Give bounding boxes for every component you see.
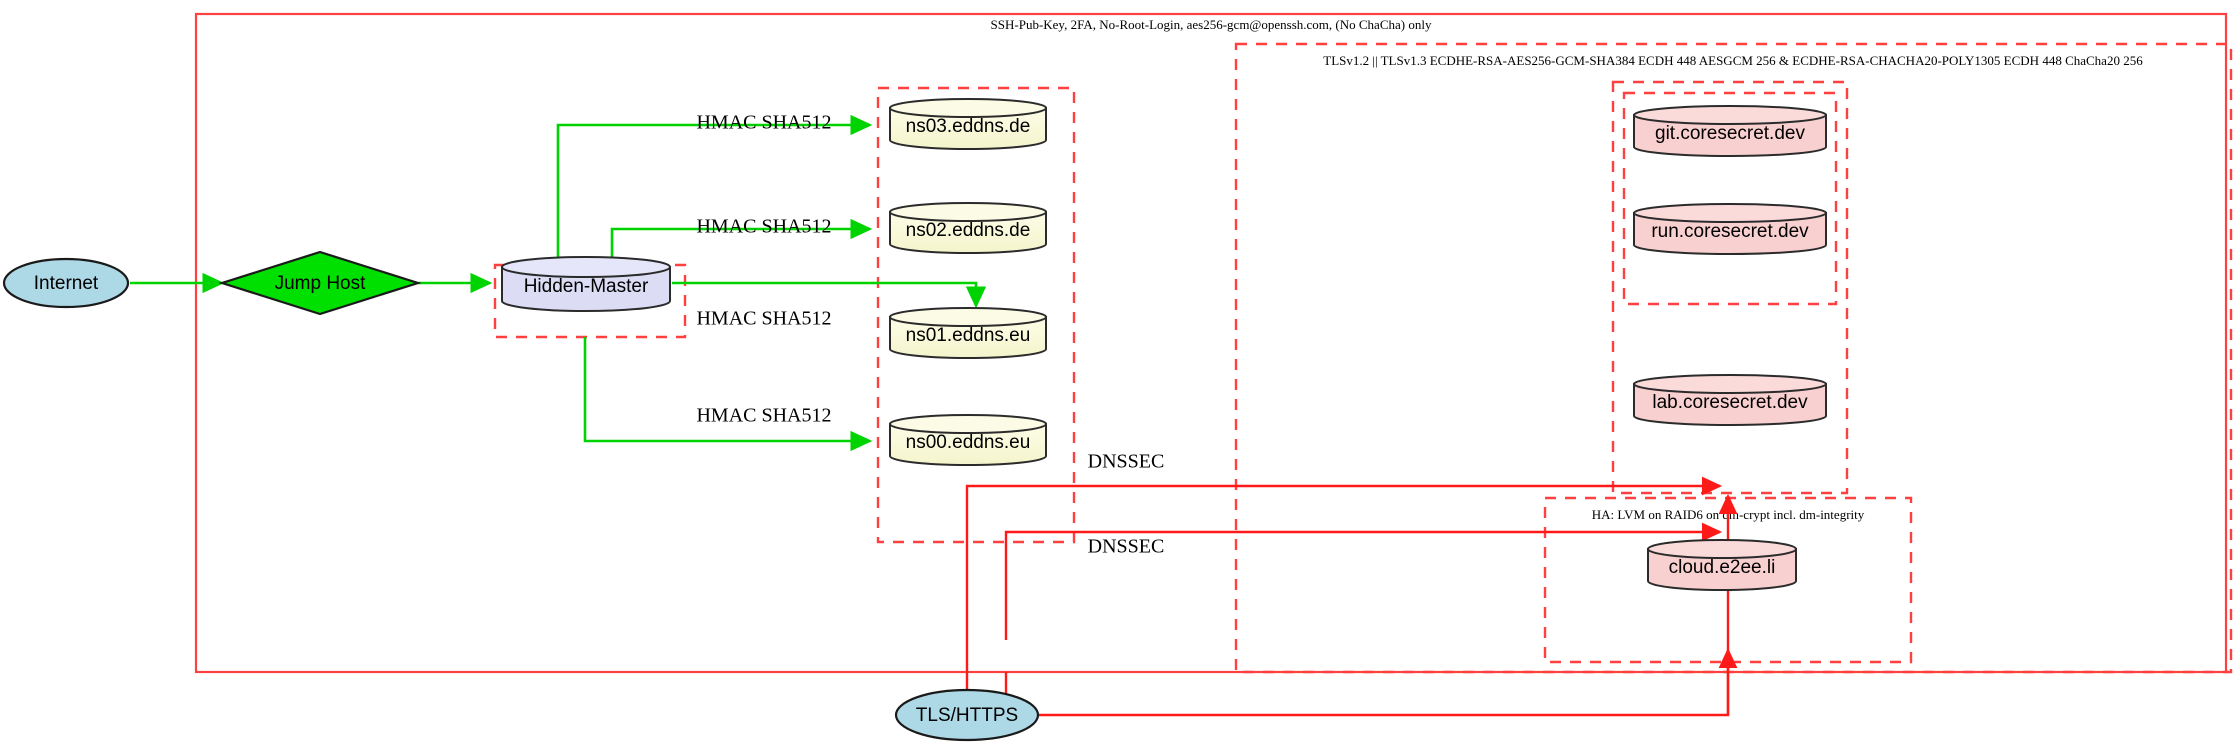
edge-tlshttps-to-coresecret <box>1038 493 1738 717</box>
edge-label-dnssec-upper: DNSSEC <box>1088 451 1165 473</box>
edge-hiddenmaster-to-ns00 <box>583 337 873 452</box>
cluster-dns-box <box>876 86 1076 544</box>
edge-label-hmac-ns02: HMAC SHA512 <box>696 216 831 238</box>
hidden-master-label: Hidden-Master <box>524 276 649 297</box>
internet-label: Internet <box>34 273 99 294</box>
git-shape <box>1633 114 1827 157</box>
ns01-label: ns01.eddns.eu <box>906 325 1031 346</box>
ns02-top <box>889 202 1047 222</box>
edge-label-dnssec-lower: DNSSEC <box>1088 536 1165 558</box>
run-label: run.coresecret.dev <box>1651 221 1809 242</box>
edge-label-hmac-ns01: HMAC SHA512 <box>696 308 831 330</box>
node-ns00[interactable]: ns00.eddns.eu <box>889 414 1047 466</box>
git-label: git.coresecret.dev <box>1655 123 1805 144</box>
ns01-shape <box>889 316 1047 359</box>
ns00-top <box>889 414 1047 434</box>
node-hidden-master[interactable]: Hidden-Master <box>501 256 671 312</box>
cluster-gitrun-box <box>1622 91 1838 306</box>
hidden-master-shape <box>501 266 671 312</box>
internet-shape <box>2 257 130 309</box>
edge-dnssec-upper <box>965 476 1723 532</box>
ns00-shape <box>889 423 1047 466</box>
node-jump-host[interactable]: Jump Host <box>218 250 422 316</box>
ns03-shape <box>889 107 1047 150</box>
cluster-tls-box <box>1234 42 2233 674</box>
edge-dnssec-lower <box>1004 522 1723 640</box>
jump-host-shape <box>218 250 422 316</box>
edge-hiddenmaster-to-ns03 <box>556 114 873 265</box>
cluster-tls-label: TLSv1.2 || TLSv1.3 ECDHE-RSA-AES256-GCM-… <box>1323 53 2143 68</box>
ns03-top <box>889 98 1047 118</box>
cluster-ssh-box <box>194 12 2228 674</box>
cluster-hidden-master-box <box>493 263 687 339</box>
hidden-master-top <box>501 256 671 278</box>
node-git-coresecret[interactable]: git.coresecret.dev <box>1633 105 1827 157</box>
edge-hiddenmaster-to-ns01 <box>672 281 987 309</box>
lab-top <box>1633 374 1827 394</box>
ns03-label: ns03.eddns.de <box>906 116 1031 137</box>
node-ns03[interactable]: ns03.eddns.de <box>889 98 1047 150</box>
edge-hiddenmaster-to-ns02 <box>610 218 873 265</box>
lab-label: lab.coresecret.dev <box>1652 392 1808 413</box>
tls-https-label: TLS/HTTPS <box>916 705 1018 726</box>
node-lab-coresecret[interactable]: lab.coresecret.dev <box>1633 374 1827 426</box>
node-run-coresecret[interactable]: run.coresecret.dev <box>1633 203 1827 255</box>
jump-host-label: Jump Host <box>275 273 367 294</box>
cloud-shape <box>1647 548 1797 591</box>
ns00-label: ns00.eddns.eu <box>906 432 1031 453</box>
cloud-top <box>1647 539 1797 559</box>
cluster-ssh-label: SSH-Pub-Key, 2FA, No-Root-Login, aes256-… <box>991 17 1432 32</box>
ns02-label: ns02.eddns.de <box>906 220 1031 241</box>
lab-shape <box>1633 383 1827 426</box>
node-ns01[interactable]: ns01.eddns.eu <box>889 307 1047 359</box>
tls-https-shape <box>894 688 1040 742</box>
node-cloud-e2ee[interactable]: cloud.e2ee.li <box>1647 539 1797 591</box>
cluster-coresecret-box <box>1611 80 1849 495</box>
git-top <box>1633 105 1827 125</box>
node-ns02[interactable]: ns02.eddns.de <box>889 202 1047 254</box>
cloud-label: cloud.e2ee.li <box>1669 557 1776 578</box>
node-internet[interactable]: Internet <box>2 257 130 309</box>
edge-label-hmac-ns03: HMAC SHA512 <box>696 112 831 134</box>
run-top <box>1633 203 1827 223</box>
node-tls-https[interactable]: TLS/HTTPS <box>894 688 1040 742</box>
edge-label-hmac-ns00: HMAC SHA512 <box>696 405 831 427</box>
run-shape <box>1633 212 1827 255</box>
ns01-top <box>889 307 1047 327</box>
ns02-shape <box>889 211 1047 254</box>
